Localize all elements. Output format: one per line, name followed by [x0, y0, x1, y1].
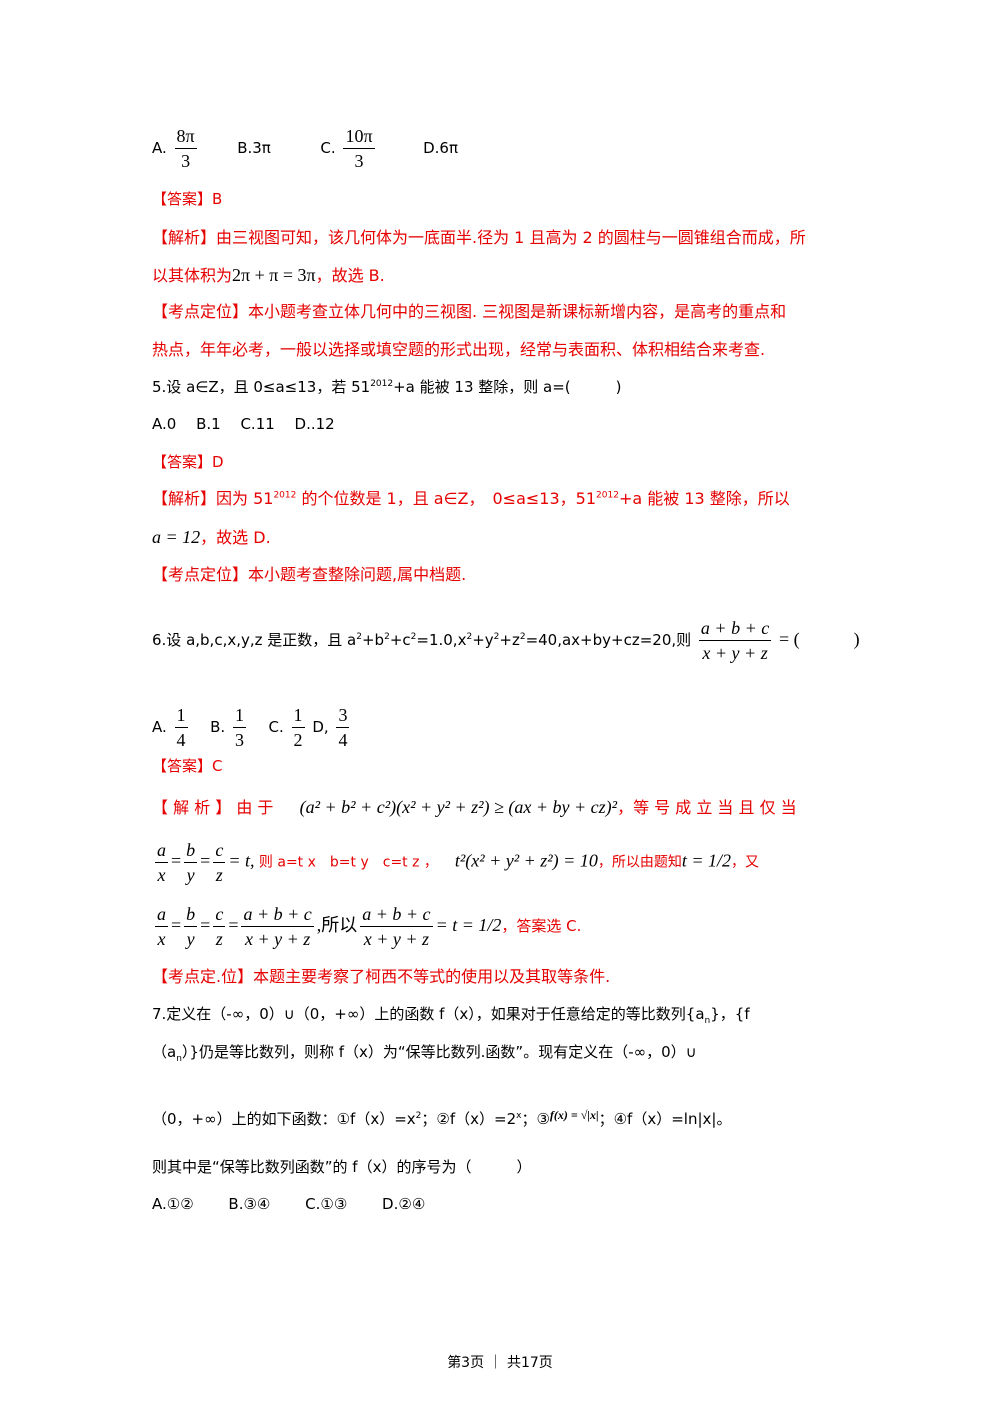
q4-analysis-line2: 以其体积为2π + π = 3π，故选 B. [152, 265, 385, 285]
q7-stem-line2: （an）}仍是等比数列，则称 f（x）为“保等比数列.函数”。现有定义在（-∞，… [152, 1043, 697, 1064]
q6-kaodian: 【考点定.位】本题主要考察了柯西不等式的使用以及其取等条件. [152, 967, 611, 986]
q4-answer: 【答案】B [152, 190, 223, 208]
q6-stem: 6.设 a,b,c,x,y,z 是正数，且 a2+b2+c2=1.0,x2+y2… [152, 618, 860, 663]
q7-options: A.①② B.③④ C.①③ D.②④ [152, 1195, 426, 1213]
page-footer: 第3页 ｜ 共17页 [447, 1355, 553, 1371]
q7-function-3-image: f(x) = √|x| [549, 1108, 599, 1122]
q4-kaodian-line1: 【考点定位】本小题考查立体几何中的三视图. 三视图是新课标新增内容，是高考的重点… [152, 302, 787, 321]
q7-stem-line4: 则其中是“保等比数列函数”的 f（x）的序号为（ ） [152, 1158, 532, 1176]
q6-answer: 【答案】C [152, 757, 223, 775]
q6-analysis-line1: 【 解 析 】 由 于 (a² + b² + c²)(x² + y² + z²)… [152, 797, 797, 817]
q5-analysis-line1: 【解析】因为 512012 的个位数是 1，且 a∈Z， 0≤a≤13，5120… [152, 489, 790, 508]
q4-analysis-line1: 【解析】由三视图可知，该几何体为一底面半.径为 1 且高为 2 的圆柱与一圆锥组… [152, 228, 806, 247]
q7-stem-line1: 7.定义在（-∞，0）∪（0，+∞）上的函数 f（x），如果对于任意给定的等比数… [152, 1005, 750, 1026]
q7-stem-line3: （0，+∞）上的如下函数：①f（x）=x2；②f（x）=2x；③f(x) = √… [152, 1108, 732, 1128]
q5-answer: 【答案】D [152, 453, 224, 471]
q5-kaodian: 【考点定位】本小题考查整除问题,属中档题. [152, 565, 467, 584]
q5-stem: 5.设 a∈Z，且 0≤a≤13，若 512012+a 能被 13 整除，则 a… [152, 378, 622, 396]
q4-kaodian-line2: 热点，年年必考，一般以选择或填空题的形式出现，经常与表面积、体积相结合来考查. [152, 340, 766, 359]
q5-options: A.0 B.1 C.11 D..12 [152, 415, 335, 433]
q5-analysis-line2: a = 12，故选 D. [152, 527, 271, 547]
